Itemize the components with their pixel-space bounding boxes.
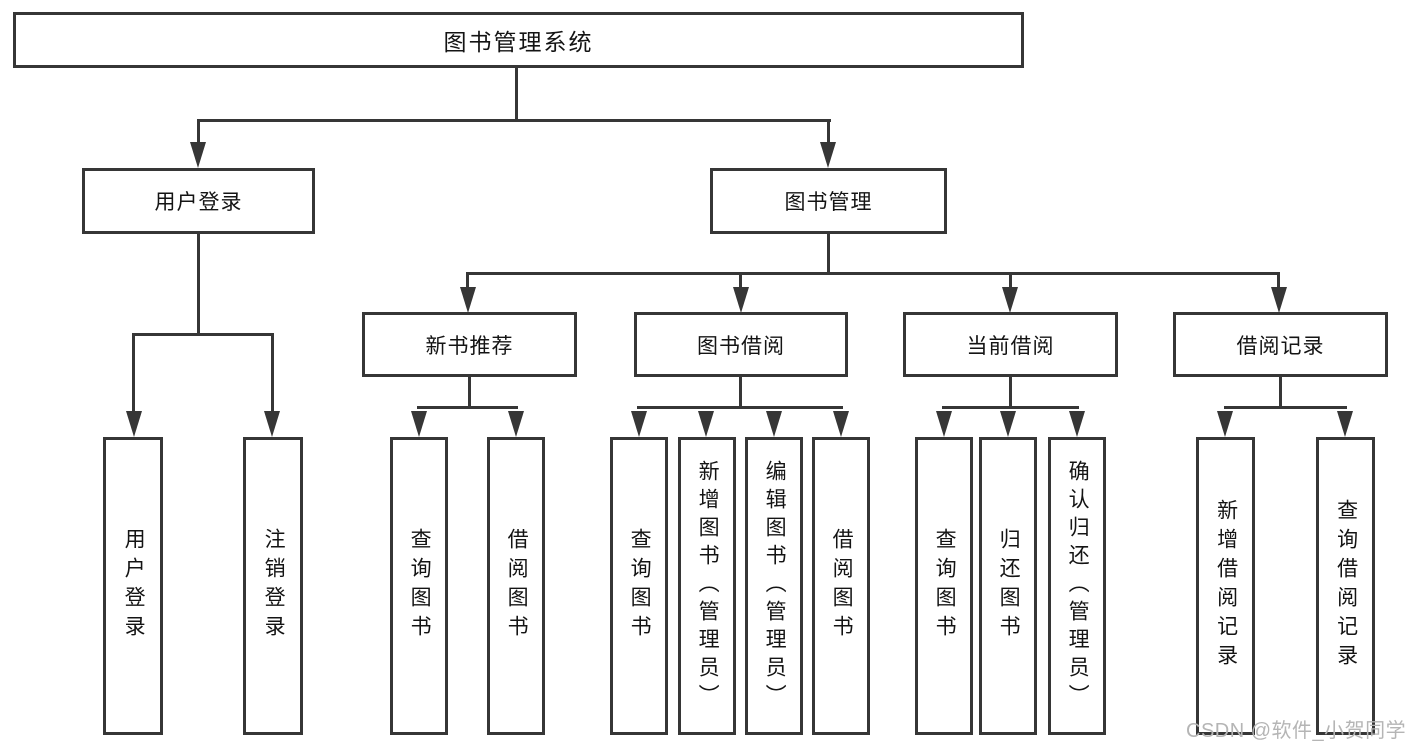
connector-line — [739, 272, 742, 290]
connector-line — [637, 406, 843, 409]
node-label: 图书借阅 — [697, 334, 785, 358]
node-label: 查询借阅记录 — [1334, 499, 1358, 673]
connector-line — [827, 119, 830, 149]
leaf-add-books-admin: 新增图书（管理员） — [678, 437, 736, 735]
connector-line — [271, 333, 274, 413]
node-label: 新书推荐 — [425, 334, 514, 358]
node-label: 当前借阅 — [966, 334, 1055, 358]
node-label: 注销登录 — [262, 528, 286, 644]
connector-line — [1279, 377, 1282, 408]
arrow-down-icon — [1002, 287, 1018, 313]
node-current-borrowing: 当前借阅 — [903, 312, 1118, 377]
arrow-down-icon — [766, 411, 782, 437]
arrow-down-icon — [460, 287, 476, 313]
arrow-down-icon — [508, 411, 524, 437]
node-borrowing-records: 借阅记录 — [1173, 312, 1388, 377]
connector-line — [1009, 377, 1012, 408]
node-label: 新增借阅记录 — [1214, 499, 1238, 673]
node-label: 编辑图书（管理员） — [763, 460, 787, 712]
leaf-query-books-recommend: 查询图书 — [390, 437, 448, 735]
connector-line — [466, 272, 1280, 275]
leaf-query-books-current: 查询图书 — [915, 437, 973, 735]
node-book-management: 图书管理 — [710, 168, 947, 234]
node-label: 图书管理 — [784, 191, 873, 214]
connector-line — [515, 66, 518, 121]
leaf-add-borrow-record: 新增借阅记录 — [1196, 437, 1255, 735]
arrow-down-icon — [1217, 411, 1233, 437]
node-label: 查询图书 — [628, 528, 652, 644]
arrow-down-icon — [698, 411, 714, 437]
csdn-watermark: CSDN @软件_小贺同学 — [1186, 720, 1405, 742]
connector-line — [468, 377, 471, 408]
leaf-query-books-borrowing: 查询图书 — [610, 437, 668, 735]
leaf-return-books: 归还图书 — [979, 437, 1037, 735]
arrow-down-icon — [833, 411, 849, 437]
arrow-down-icon — [1337, 411, 1353, 437]
node-new-book-recommendation: 新书推荐 — [362, 312, 577, 377]
connector-line — [197, 119, 831, 122]
node-user-login: 用户登录 — [82, 168, 315, 234]
connector-line — [197, 119, 200, 149]
node-label: 查询图书 — [408, 528, 432, 644]
leaf-query-borrow-record: 查询借阅记录 — [1316, 437, 1375, 735]
arrow-down-icon — [1069, 411, 1085, 437]
node-label: 新增图书（管理员） — [696, 460, 720, 712]
node-label: 归还图书 — [997, 528, 1021, 644]
connector-line — [466, 272, 469, 290]
connector-line — [1277, 272, 1280, 290]
connector-line — [1224, 406, 1347, 409]
node-label: 借阅图书 — [505, 528, 529, 644]
leaf-logout-login: 注销登录 — [243, 437, 303, 735]
connector-line — [827, 234, 830, 274]
arrow-down-icon — [820, 142, 836, 168]
arrow-down-icon — [631, 411, 647, 437]
connector-line — [1009, 272, 1012, 290]
leaf-user-login: 用户登录 — [103, 437, 163, 735]
connector-line — [739, 377, 742, 408]
node-label: 确认归还（管理员） — [1066, 460, 1090, 712]
node-label: 图书管理系统 — [443, 29, 594, 55]
arrow-down-icon — [190, 142, 206, 168]
node-library-management-system: 图书管理系统 — [13, 12, 1024, 68]
leaf-confirm-return-admin: 确认归还（管理员） — [1048, 437, 1106, 735]
leaf-edit-books-admin: 编辑图书（管理员） — [745, 437, 803, 735]
node-label: 用户登录 — [154, 191, 243, 214]
connector-line — [417, 406, 518, 409]
arrow-down-icon — [1271, 287, 1287, 313]
node-label: 借阅图书 — [830, 528, 854, 644]
node-label: 查询图书 — [933, 528, 957, 644]
connector-line — [942, 406, 1079, 409]
leaf-borrow-books-recommend: 借阅图书 — [487, 437, 545, 735]
node-book-borrowing: 图书借阅 — [634, 312, 848, 377]
arrow-down-icon — [1000, 411, 1016, 437]
leaf-borrow-books: 借阅图书 — [812, 437, 870, 735]
arrow-down-icon — [733, 287, 749, 313]
connector-line — [132, 333, 274, 336]
arrow-down-icon — [411, 411, 427, 437]
node-label: 用户登录 — [122, 528, 146, 644]
arrow-down-icon — [126, 411, 142, 437]
connector-line — [197, 234, 200, 335]
node-label: 借阅记录 — [1236, 334, 1325, 358]
connector-line — [132, 333, 135, 413]
arrow-down-icon — [264, 411, 280, 437]
arrow-down-icon — [936, 411, 952, 437]
